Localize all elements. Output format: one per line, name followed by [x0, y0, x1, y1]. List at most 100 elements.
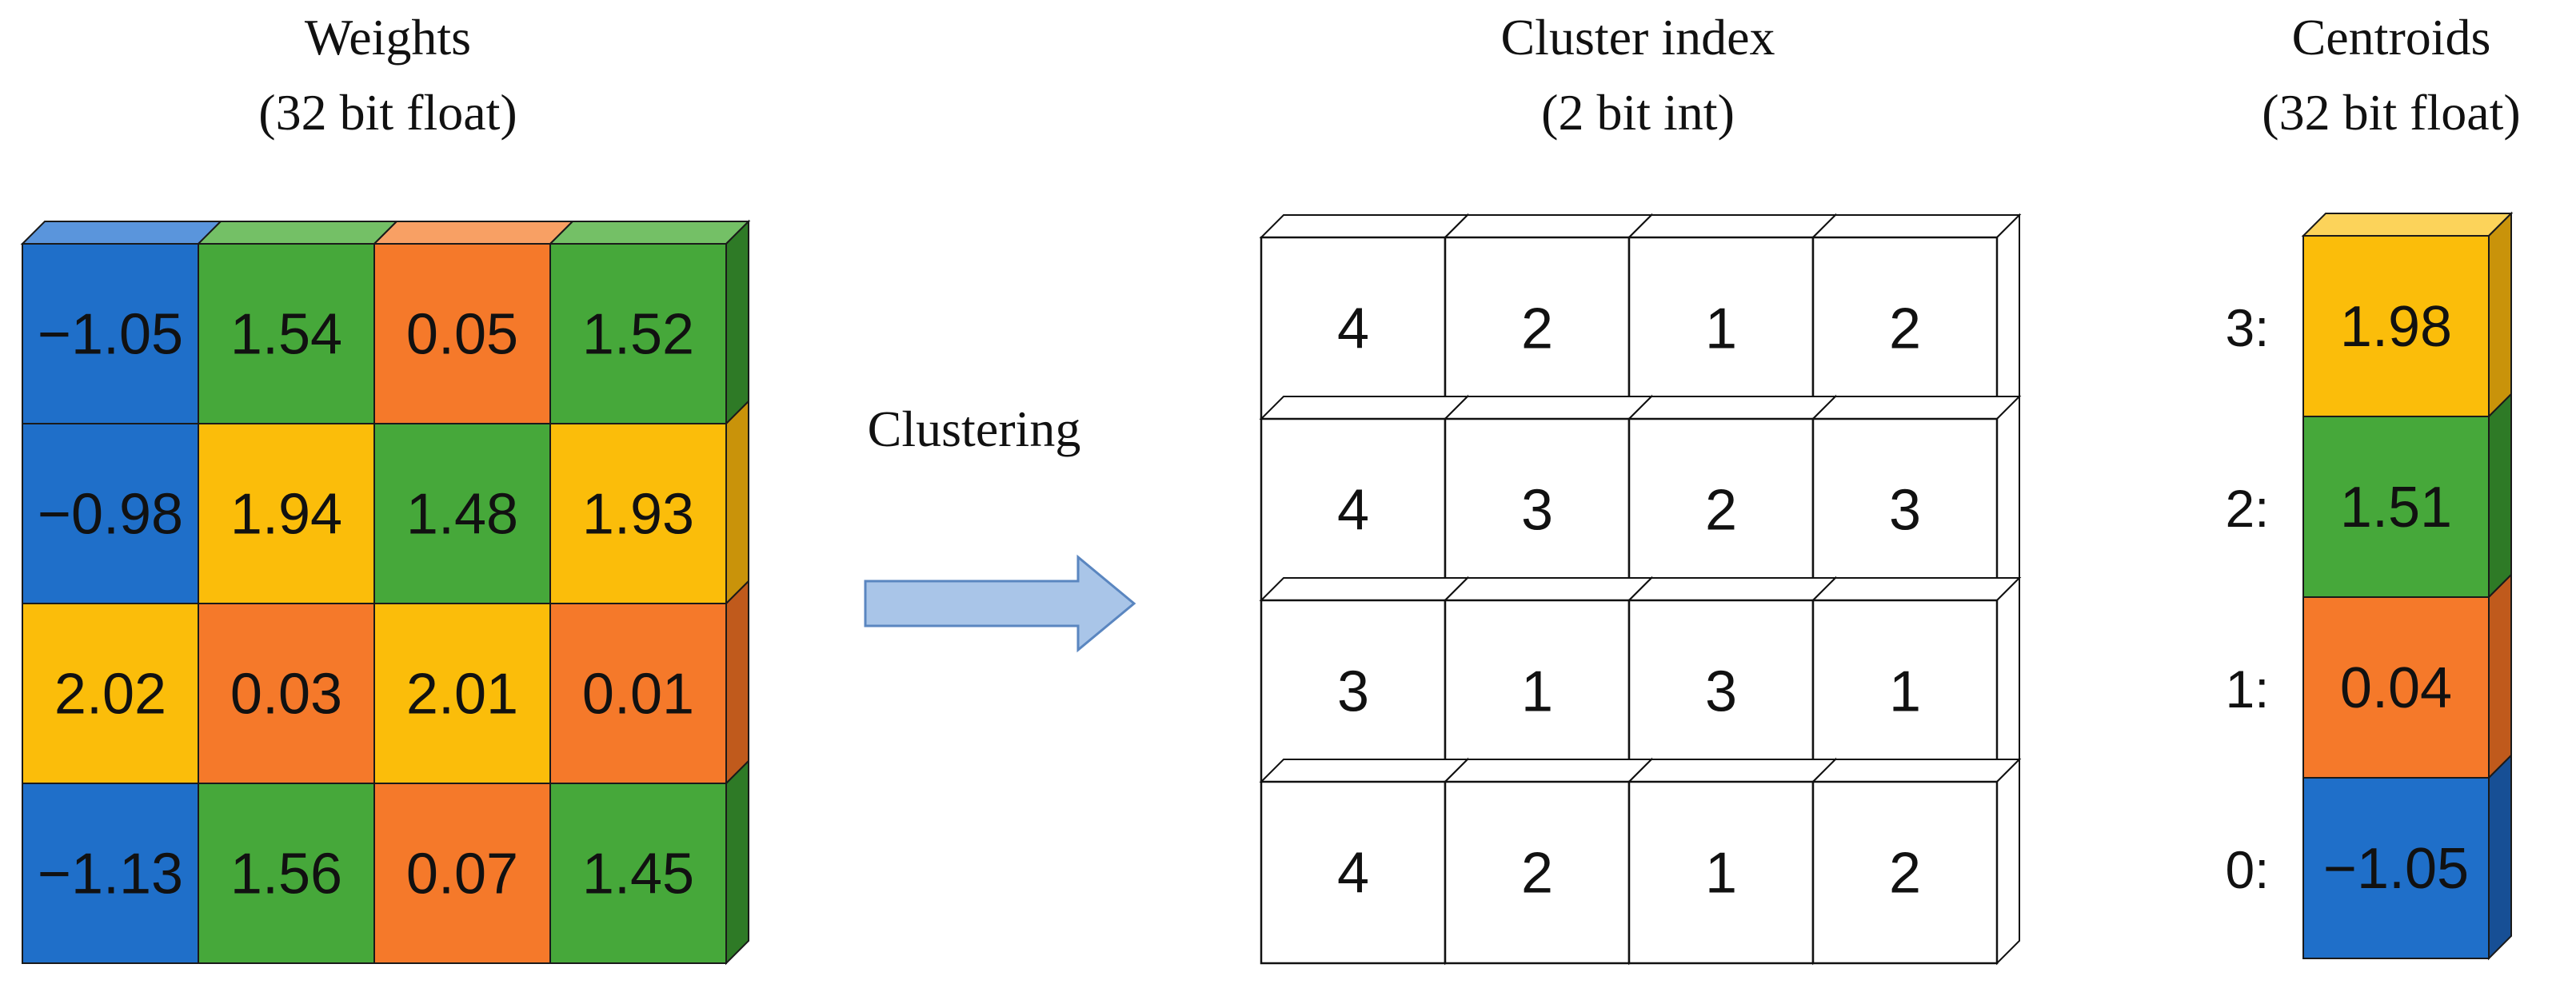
index-value: 3: [1889, 479, 1921, 543]
centroid-item: 2:1.51: [2225, 392, 2512, 600]
index-cell-side-face: [1996, 576, 2020, 784]
index-cell-top-face: [1627, 759, 1838, 783]
centroid-item: 1: 0.04: [2225, 572, 2512, 780]
centroid-value: 1.51: [2340, 476, 2452, 540]
weight-value: −1.13: [38, 843, 183, 906]
index-value: 3: [1705, 660, 1737, 724]
index-cell-top-face: [1627, 577, 1838, 601]
index-cell: 2: [1811, 213, 2022, 421]
index-cell-face: [1260, 780, 1447, 965]
centroid-label: 3:: [2225, 298, 2269, 357]
index-value: 4: [1337, 297, 1369, 361]
weight-cell-face: [198, 783, 375, 964]
index-cell: 3: [1443, 394, 1654, 603]
index-cell: 3: [1627, 576, 1838, 784]
index-value: 1: [1705, 297, 1737, 361]
index-cell-side-face: [1996, 394, 2020, 603]
index-cell-face: [1260, 417, 1447, 602]
index-value: 2: [1889, 842, 1921, 906]
index-cell-top-face: [1627, 396, 1838, 420]
weight-cell: 1.54: [196, 221, 399, 424]
centroid-stack: 3:1.982:1.511:0.040:−1.05: [2225, 211, 2514, 961]
weight-value: 0.03: [230, 663, 342, 727]
weight-cell-face: [549, 423, 727, 604]
weight-cell-top-face: [372, 221, 575, 245]
centroid-side-face: [2488, 753, 2512, 961]
weight-cell: 1.56: [198, 783, 375, 964]
right-arrow-icon: [864, 554, 1136, 653]
centroid-face: [2302, 235, 2490, 417]
index-cell: 1: [1811, 576, 2022, 784]
weight-cell-top-face: [196, 221, 399, 245]
index-cell: 1: [1627, 213, 1838, 421]
weight-cell: −0.98: [22, 423, 199, 604]
centroid-side-face: [2488, 572, 2512, 780]
weight-value: −1.05: [38, 303, 183, 367]
weight-value: 1.45: [582, 843, 694, 906]
weight-cell: −1.13: [22, 783, 199, 964]
centroid-label: 1:: [2225, 659, 2269, 719]
weight-cell: 2.01: [373, 603, 551, 784]
centroid-label: 0:: [2225, 840, 2269, 899]
weight-cell: 1.94: [198, 423, 375, 604]
index-cell-top-face: [1259, 577, 1470, 601]
weight-cell-top-face: [20, 221, 223, 245]
index-cell: 4: [1259, 757, 1470, 966]
weight-cell-face: [549, 783, 727, 964]
index-cell: 2: [1627, 394, 1838, 603]
weight-cell-side-face: [725, 579, 749, 786]
weight-cell: −1.05: [20, 221, 223, 424]
index-cell-face: [1627, 417, 1815, 602]
weight-cell-side-face: [725, 399, 749, 606]
weight-cell-face: [198, 603, 375, 784]
weight-value: 1.56: [230, 843, 342, 906]
index-cell-top-face: [1259, 759, 1470, 783]
index-cell-top-face: [1259, 214, 1470, 238]
weight-value: 1.94: [230, 483, 342, 547]
index-cell-face: [1811, 780, 1999, 965]
index-value: 4: [1337, 842, 1369, 906]
index-cell-face: [1444, 417, 1631, 602]
weight-value: 1.52: [582, 303, 694, 367]
index-cell: 1: [1443, 576, 1654, 784]
index-cell-face: [1260, 236, 1447, 420]
centroid-value: 1.98: [2340, 295, 2452, 359]
index-cell-side-face: [1996, 213, 2020, 421]
centroid-value: 0.04: [2340, 656, 2452, 720]
index-cell: 1: [1627, 757, 1838, 966]
weight-cell-side-face: [725, 759, 749, 966]
centroid-top-face: [2301, 213, 2514, 237]
weight-cell-face: [549, 243, 727, 424]
index-cell: 3: [1811, 394, 2022, 603]
weight-cell-side-face: [725, 219, 749, 426]
index-cell: 2: [1443, 757, 1654, 966]
index-value: 2: [1521, 842, 1553, 906]
centroids-subtitle: (32 bit float): [2262, 84, 2520, 141]
index-cell: 2: [1811, 757, 2022, 966]
index-cell-top-face: [1811, 214, 2022, 238]
index-cell-face: [1811, 599, 1999, 783]
centroids-title: Centroids: [2292, 9, 2491, 66]
clustering-label: Clustering: [868, 400, 1081, 457]
index-cell-top-face: [1811, 759, 2022, 783]
index-value: 1: [1521, 660, 1553, 724]
index-value: 3: [1337, 660, 1369, 724]
weight-value: 0.07: [406, 843, 518, 906]
index-cell: 2: [1443, 213, 1654, 421]
centroid-face: [2302, 777, 2490, 959]
weight-cell: 0.05: [372, 221, 575, 424]
index-cell: 4: [1259, 394, 1470, 603]
weight-value: 1.54: [230, 303, 342, 367]
index-cell-top-face: [1259, 396, 1470, 420]
index-value: 2: [1889, 297, 1921, 361]
centroid-face: [2302, 596, 2490, 779]
cluster-index-title: Cluster index: [1500, 9, 1775, 66]
index-cell-face: [1260, 599, 1447, 783]
weights-subtitle: (32 bit float): [258, 84, 517, 141]
weight-cell-top-face: [548, 221, 751, 245]
cluster-index-subtitle: (2 bit int): [1541, 84, 1735, 141]
index-cell-top-face: [1627, 214, 1838, 238]
